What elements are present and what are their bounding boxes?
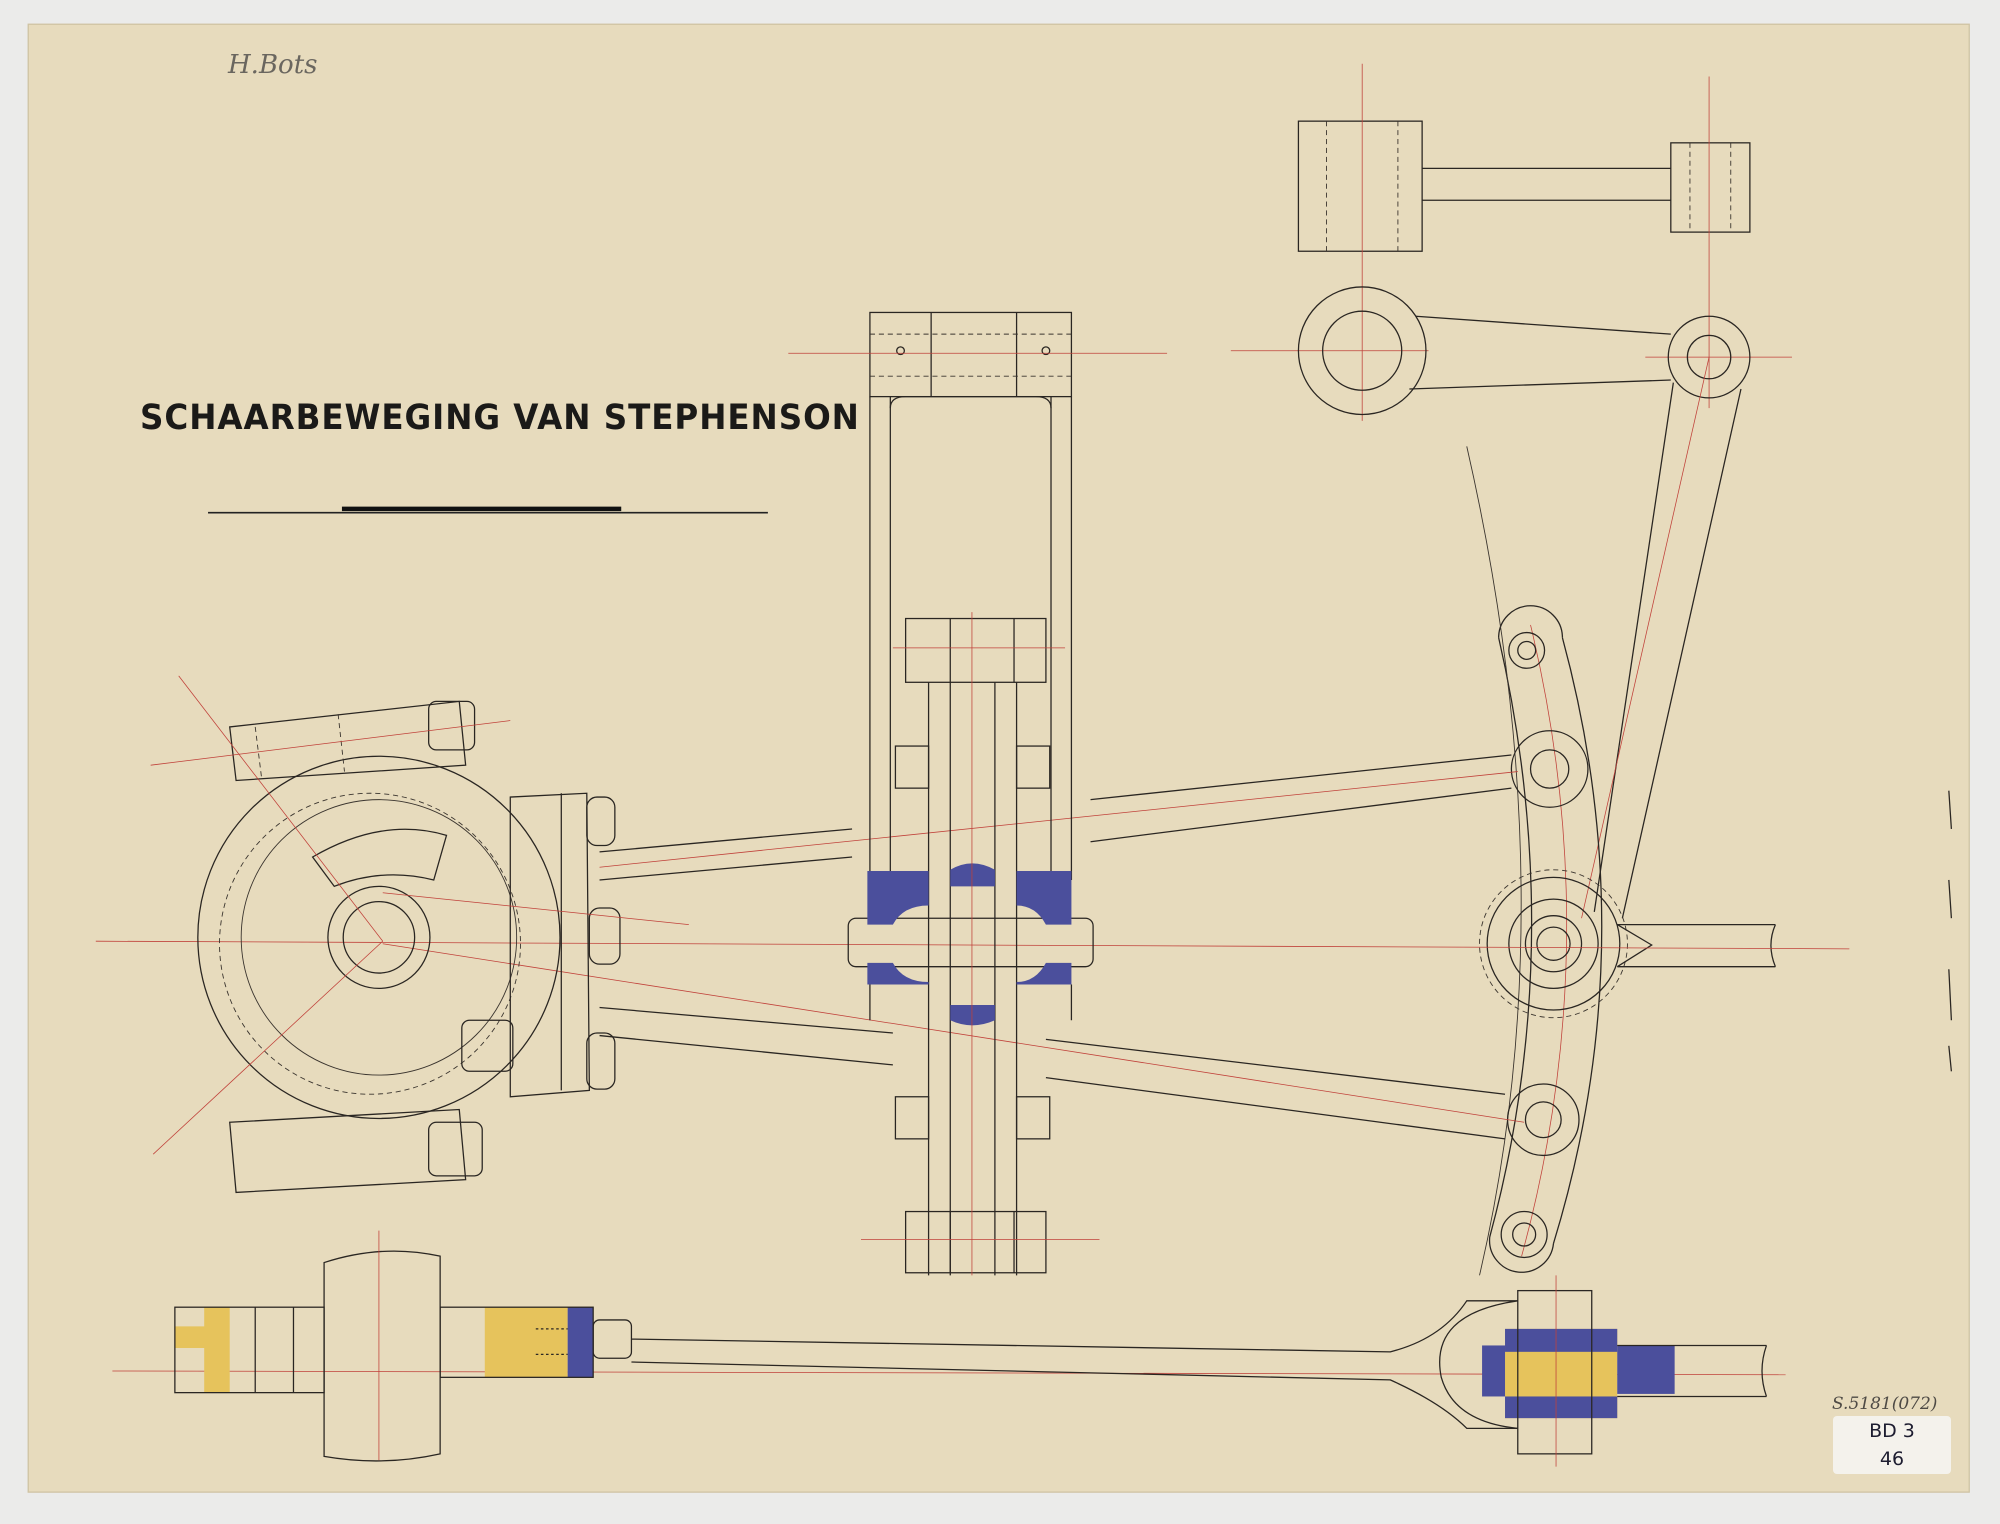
- main-centerline: [95, 940, 1850, 950]
- expansion-link: [1466, 446, 1776, 1276]
- eccentric-assembly: [150, 675, 689, 1194]
- archive-label: BD 3 46: [1833, 1416, 1951, 1474]
- eccentric-rods: [382, 754, 1525, 1140]
- label-line-1: BD 3: [1869, 1420, 1915, 1442]
- signature: H.Bots: [228, 50, 318, 80]
- margin-marks: [1948, 790, 1953, 1072]
- paper-sheet: [27, 23, 1970, 1493]
- pin-rod-view: [1230, 63, 1792, 421]
- lifting-arm: [1297, 286, 1751, 919]
- drawing-title: SCHAARBEWEGING VAN STEPHENSON: [140, 398, 860, 438]
- catalog-number: S.5181(072): [1832, 1394, 1938, 1414]
- crosshead-column: [788, 311, 1168, 1276]
- valve-rod-assembly: [112, 1230, 1786, 1467]
- label-line-2: 46: [1879, 1448, 1905, 1470]
- title-underline: [208, 506, 768, 514]
